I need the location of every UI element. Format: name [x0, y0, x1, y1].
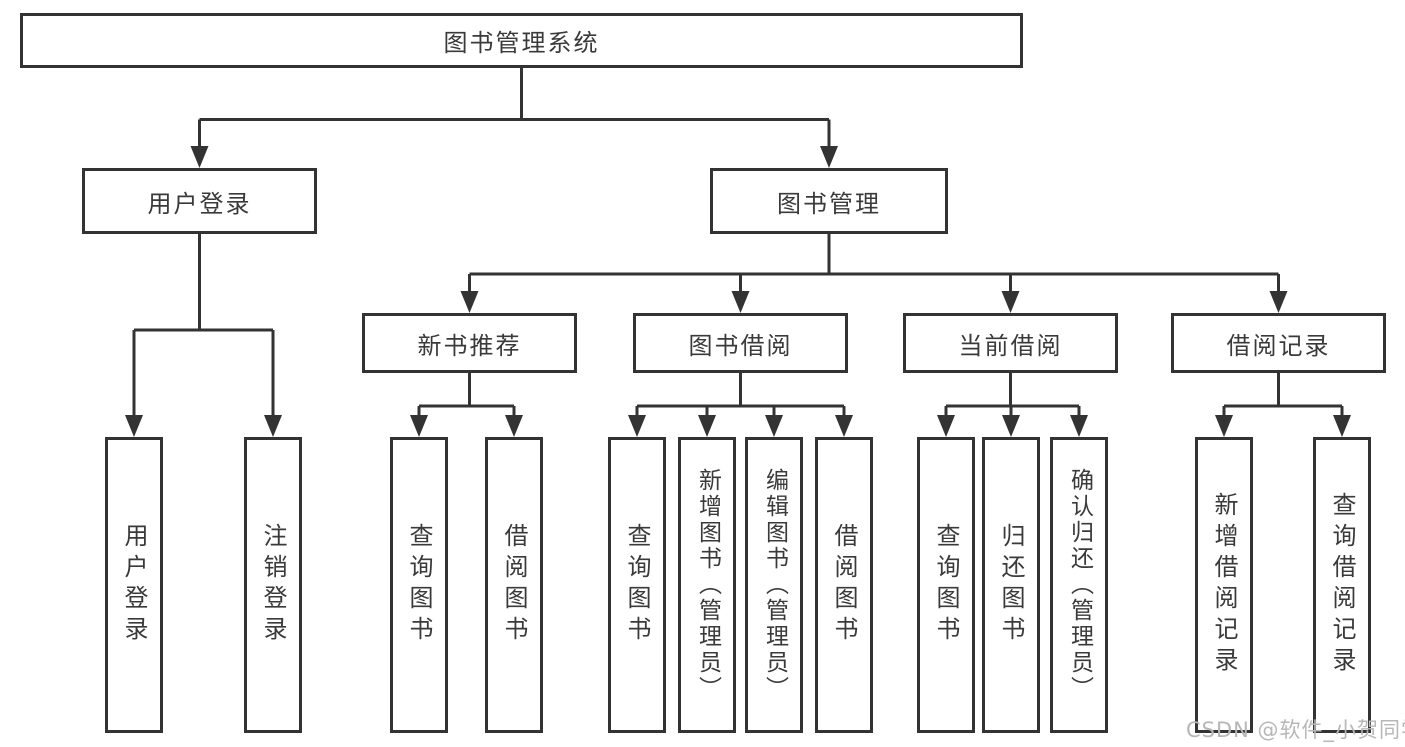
leaf-label: 新增图书（管理员）: [694, 468, 721, 702]
connector-root-to-level2: [190, 68, 838, 168]
arrowhead: [1215, 415, 1233, 437]
arrowhead: [264, 415, 282, 437]
leaf-newbook-borrow-books: 借阅图书: [485, 437, 543, 733]
leaf-label: 新增借阅记录: [1210, 492, 1238, 678]
node-user-login: 用户登录: [82, 168, 317, 234]
connector-new-book-to-leaves: [410, 373, 523, 437]
arrowhead: [1070, 415, 1088, 437]
arrowhead: [460, 291, 479, 313]
node-book-management: 图书管理: [710, 168, 948, 234]
arrowhead: [1002, 415, 1020, 437]
arrowhead: [820, 146, 838, 168]
arrowhead: [1269, 291, 1288, 313]
leaf-user-login: 用户登录: [105, 437, 163, 733]
node-book-borrowing: 图书借阅: [633, 313, 848, 373]
leaf-add-borrow-record: 新增借阅记录: [1195, 437, 1253, 733]
node-current-borrowing: 当前借阅: [903, 313, 1118, 373]
leaf-return-books: 归还图书: [982, 437, 1040, 733]
leaf-confirm-return-admin: 确认归还（管理员）: [1050, 437, 1108, 733]
node-borrowing-records: 借阅记录: [1171, 313, 1386, 373]
connector-borrow-record-to-leaves: [1215, 373, 1351, 437]
leaf-label: 查询借阅记录: [1328, 492, 1356, 678]
arrowhead: [1001, 291, 1020, 313]
node-new-book-recommend: 新书推荐: [362, 313, 577, 373]
arrowhead: [937, 415, 955, 437]
leaf-label: 确认归还（管理员）: [1066, 468, 1093, 702]
leaf-label: 归还图书: [997, 523, 1025, 647]
leaf-borrow-borrow-books: 借阅图书: [815, 437, 873, 733]
connector-book-management-to-level3: [460, 234, 1288, 313]
leaf-label: 注销登录: [259, 523, 287, 647]
leaf-current-query-books: 查询图书: [917, 437, 975, 733]
leaf-label: 借阅图书: [830, 523, 858, 647]
leaf-edit-book-admin: 编辑图书（管理员）: [745, 437, 803, 733]
arrowhead: [410, 415, 428, 437]
arrowhead: [190, 146, 209, 168]
leaf-label: 查询图书: [932, 523, 960, 647]
leaf-borrow-query-books: 查询图书: [608, 437, 666, 733]
arrowhead: [1333, 415, 1351, 437]
leaf-label: 查询图书: [623, 523, 651, 647]
leaf-label: 借阅图书: [500, 523, 528, 647]
connector-current-borrow-to-leaves: [937, 373, 1088, 437]
arrowhead: [125, 415, 143, 437]
arrowhead: [731, 291, 750, 313]
connector-book-borrow-to-leaves: [628, 373, 853, 437]
leaf-label: 用户登录: [120, 523, 148, 647]
leaf-logout-login: 注销登录: [244, 437, 302, 733]
arrowhead: [698, 415, 716, 437]
connector-user-login-to-leaves: [125, 234, 282, 437]
leaf-query-borrow-record: 查询借阅记录: [1313, 437, 1371, 733]
node-library-management-system: 图书管理系统: [20, 13, 1023, 68]
arrowhead: [505, 415, 523, 437]
leaf-newbook-query-books: 查询图书: [390, 437, 448, 733]
leaf-label: 编辑图书（管理员）: [761, 468, 788, 702]
arrowhead: [835, 415, 853, 437]
leaf-add-book-admin: 新增图书（管理员）: [678, 437, 736, 733]
leaf-label: 查询图书: [405, 523, 433, 647]
arrowhead: [765, 415, 783, 437]
csdn-watermark: CSDN @软件_小贺同学: [1186, 718, 1405, 742]
arrowhead: [628, 415, 646, 437]
